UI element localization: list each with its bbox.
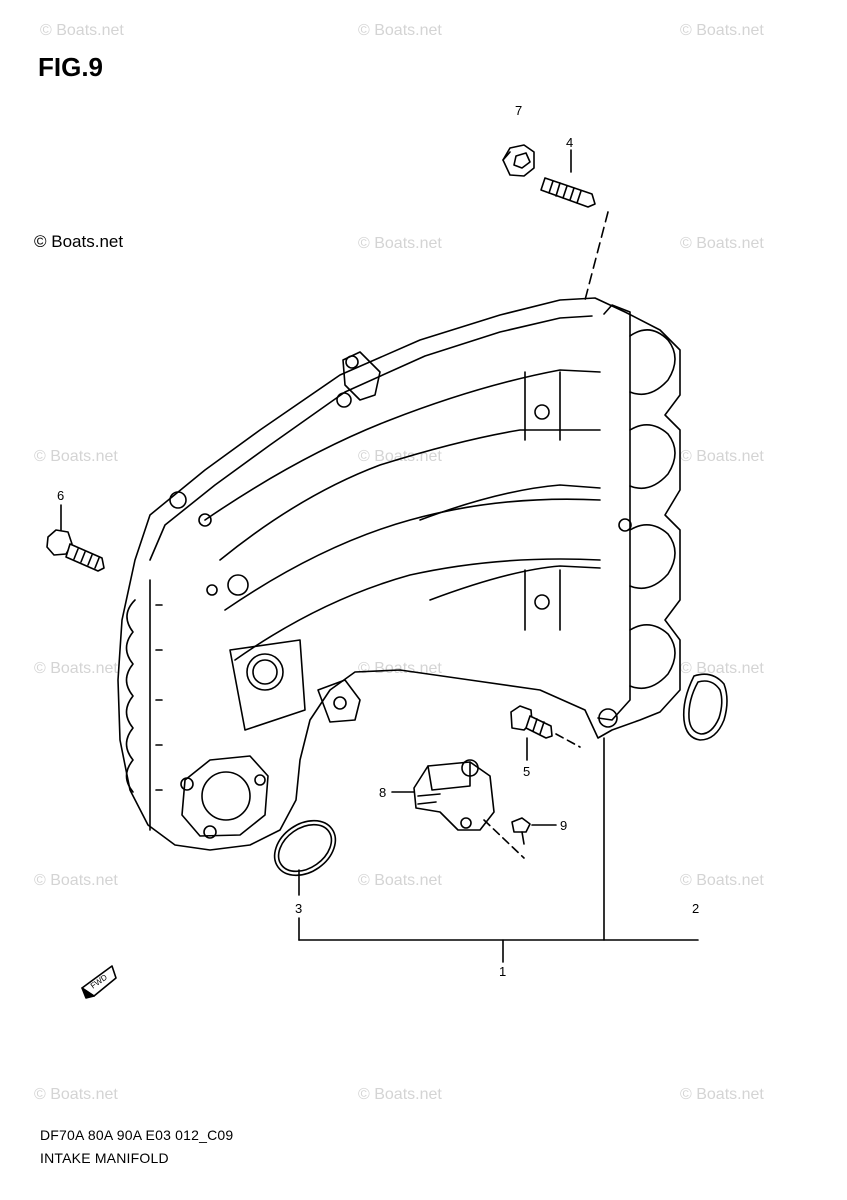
copyright-notice: © Boats.net bbox=[34, 232, 124, 251]
part-4-stud-bolt[interactable] bbox=[540, 177, 596, 208]
part-7-nut[interactable] bbox=[502, 144, 535, 177]
watermark: © Boats.net bbox=[40, 22, 124, 39]
callout-9: 9 bbox=[560, 818, 567, 833]
watermark: © Boats.net bbox=[34, 448, 118, 465]
section-name: INTAKE MANIFOLD bbox=[40, 1150, 169, 1166]
part-5-flange-bolt[interactable] bbox=[510, 705, 553, 739]
watermark: © Boats.net bbox=[680, 872, 764, 889]
watermark: © Boats.net bbox=[34, 660, 118, 677]
part-9-screw[interactable] bbox=[511, 817, 531, 845]
watermark: © Boats.net bbox=[358, 1086, 442, 1103]
watermark: © Boats.net bbox=[358, 22, 442, 39]
callout-5: 5 bbox=[523, 764, 530, 779]
watermark: © Boats.net bbox=[680, 235, 764, 252]
callout-2: 2 bbox=[692, 901, 699, 916]
watermark: © Boats.net bbox=[680, 22, 764, 39]
callout-7: 7 bbox=[515, 103, 522, 118]
watermark: © Boats.net bbox=[680, 1086, 764, 1103]
watermark: © Boats.net bbox=[34, 872, 118, 889]
fwd-arrow-icon bbox=[81, 965, 117, 999]
watermark: © Boats.net bbox=[680, 660, 764, 677]
watermark: © Boats.net bbox=[358, 235, 442, 252]
figure-title: FIG.9 bbox=[38, 52, 104, 82]
part-8-sensor[interactable] bbox=[413, 759, 495, 831]
part-6-flange-bolt[interactable] bbox=[46, 529, 105, 572]
callout-4: 4 bbox=[566, 135, 573, 150]
watermark: © Boats.net bbox=[680, 448, 764, 465]
part-2-gasket[interactable] bbox=[682, 673, 728, 741]
callout-3: 3 bbox=[295, 901, 302, 916]
watermark: © Boats.net bbox=[34, 1086, 118, 1103]
callout-6: 6 bbox=[57, 488, 64, 503]
part-1-intake-manifold[interactable] bbox=[117, 297, 681, 851]
watermark: © Boats.net bbox=[358, 872, 442, 889]
callout-8: 8 bbox=[379, 785, 386, 800]
part-3-o-ring[interactable] bbox=[264, 809, 346, 886]
callout-1: 1 bbox=[499, 964, 506, 979]
model-code: DF70A 80A 90A E03 012_C09 bbox=[40, 1127, 234, 1143]
